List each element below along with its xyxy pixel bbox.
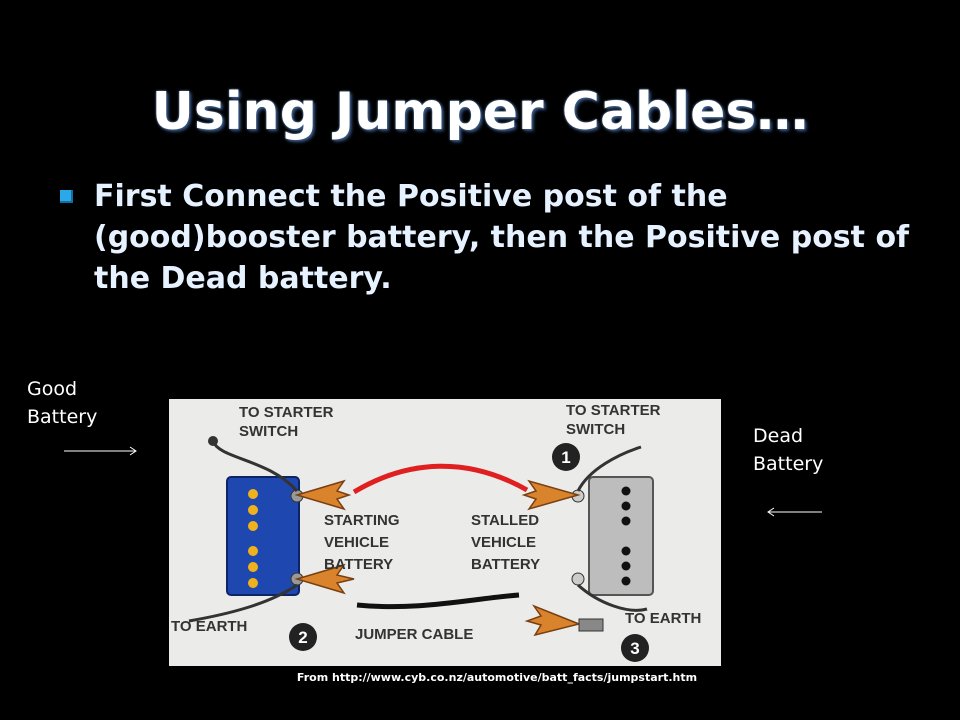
battery-cells-right bbox=[621, 486, 631, 586]
starting-vehicle-battery-label: STARTING VEHICLE BATTERY bbox=[324, 512, 404, 573]
svg-text:2: 2 bbox=[298, 628, 307, 647]
arrow-left-icon bbox=[767, 507, 822, 517]
stalled-battery-icon bbox=[588, 476, 654, 596]
battery-cells-left bbox=[248, 489, 258, 588]
good-battery-label: Good Battery bbox=[27, 378, 98, 428]
svg-text:1: 1 bbox=[561, 448, 570, 467]
to-earth-right-label: TO EARTH bbox=[625, 610, 701, 627]
starting-battery-icon bbox=[226, 476, 300, 596]
positive-cable bbox=[352, 463, 529, 495]
arrow-right-icon bbox=[64, 446, 137, 456]
bullet-item: First Connect the Positive post of the (… bbox=[60, 176, 920, 299]
slide-title: Using Jumper Cables… bbox=[151, 82, 809, 142]
step-3-badge bbox=[621, 634, 649, 662]
to-starter-switch-right-label: TO STARTER SWITCH bbox=[566, 402, 665, 438]
step-2-badge bbox=[289, 623, 317, 651]
to-starter-switch-left-label: TO STARTER SWITCH bbox=[239, 404, 338, 440]
bullet-text: First Connect the Positive post of the (… bbox=[94, 179, 910, 296]
stalled-vehicle-battery-label: STALLED VEHICLE BATTERY bbox=[471, 512, 543, 573]
to-earth-left-label: TO EARTH bbox=[171, 618, 247, 635]
svg-text:3: 3 bbox=[630, 639, 639, 658]
jumper-cable-label: JUMPER CABLE bbox=[355, 626, 473, 643]
source-citation: From http://www.cyb.co.nz/automotive/bat… bbox=[296, 671, 698, 684]
step-1-badge bbox=[552, 443, 580, 471]
square-bullet-icon bbox=[60, 190, 73, 203]
jumper-cable-diagram: TO STARTER SWITCH TO STARTER SWITCH STAR… bbox=[169, 399, 721, 666]
dead-battery-label: Dead Battery bbox=[753, 425, 824, 475]
negative-cable bbox=[356, 592, 520, 610]
